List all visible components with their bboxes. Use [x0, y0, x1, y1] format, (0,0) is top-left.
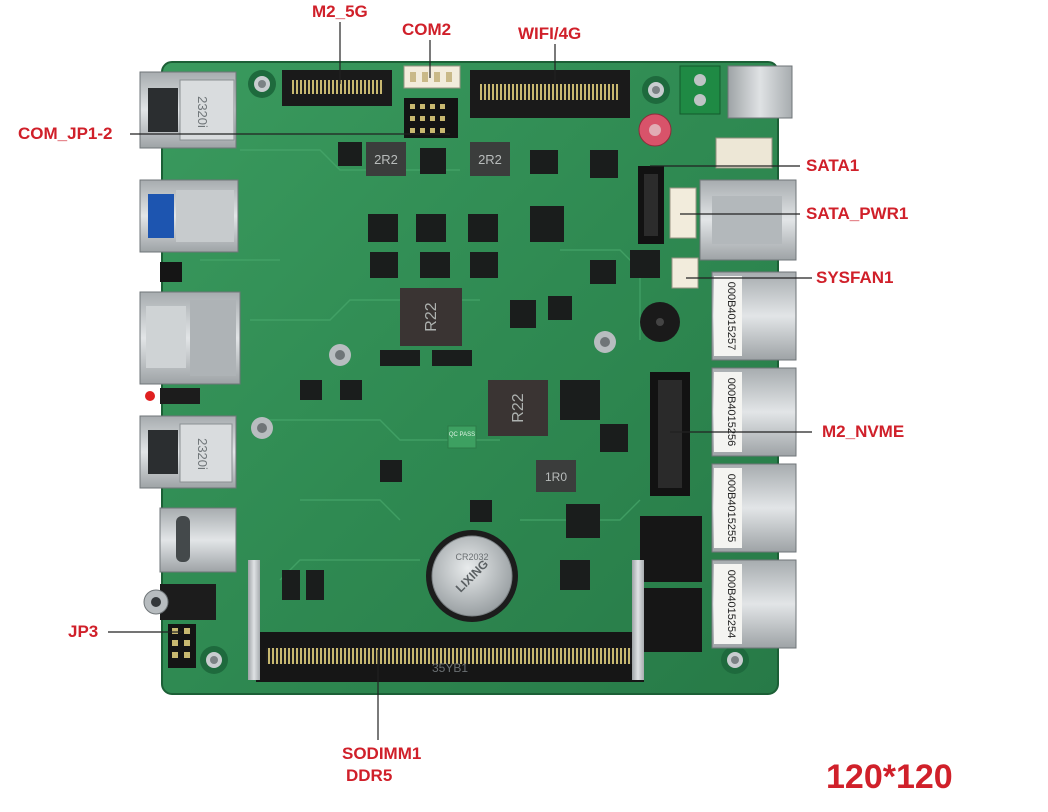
usb-c-port: [159, 507, 237, 573]
inductor-1r0: 1R0: [536, 460, 576, 492]
inductor-2r2-left-text: 2R2: [374, 152, 398, 167]
label-m2-nvme: M2_NVME: [822, 422, 905, 441]
power-led: [145, 388, 200, 404]
sodimm-mark-text: 35YB1: [432, 661, 468, 675]
clear-cmos-jumper: [160, 262, 182, 282]
label-com-jp1-2: COM_JP1-2: [18, 124, 113, 143]
sata1-connector: [638, 166, 664, 244]
front-panel-header: [715, 137, 773, 169]
label-sata1: SATA1: [806, 156, 860, 175]
label-ddr5: DDR5: [346, 766, 393, 785]
callout-lines: [108, 22, 812, 740]
label-sata-pwr1: SATA_PWR1: [806, 204, 909, 223]
board-dimensions: 120*120: [826, 758, 953, 796]
buzzer: [640, 302, 680, 342]
dc-jack: [727, 65, 793, 119]
electrolytic-capacitor: [638, 113, 672, 147]
label-wifi-4g: WIFI/4G: [518, 24, 582, 43]
lan-port-top: [699, 179, 797, 261]
jp3-header: [168, 624, 196, 668]
inductor-1r0-text: 1R0: [545, 470, 567, 484]
lan-port-2: 000B4015256: [711, 367, 797, 457]
lan-port-4: 000B4015254: [711, 559, 797, 649]
inductor-r22-upper-text: R22: [423, 302, 440, 331]
label-com2: COM2: [402, 20, 452, 39]
label-jp3: JP3: [68, 622, 99, 641]
sysfan1-connector: [671, 257, 699, 289]
com2-connector: [403, 65, 461, 89]
inductor-r22-lower: R22: [488, 380, 548, 436]
dc-terminal: [679, 65, 721, 115]
cmos-battery: LIXING CR2032: [426, 530, 518, 622]
inductor-r22-lower-text: R22: [510, 393, 527, 422]
usb-lower-text: 2320i: [195, 438, 210, 470]
sata-pwr1-connector: [669, 187, 697, 239]
usb-top-text: 2320i: [195, 96, 210, 128]
com-jp1-2-header: [404, 98, 458, 138]
m2-5g-slot: [282, 70, 392, 106]
label-sysfan1: SYSFAN1: [816, 268, 894, 287]
lan-port-1: 000B4015257: [711, 271, 797, 361]
inductor-2r2-left: 2R2: [366, 142, 406, 176]
inductor-2r2-right-text: 2R2: [478, 152, 502, 167]
qc-pass-text: QC PASS: [449, 432, 475, 438]
usb3-port: [139, 179, 239, 253]
label-m2-5g: M2_5G: [312, 2, 368, 21]
sodimm-slot: 35YB1: [248, 560, 644, 682]
label-sodimm1: SODIMM1: [342, 744, 422, 763]
audio-jack: [143, 584, 216, 620]
battery-model-text: CR2032: [455, 552, 488, 562]
lan-1-serial: 000B4015257: [725, 282, 737, 351]
lan-3-serial: 000B4015255: [725, 474, 737, 543]
m2-nvme-slot: [650, 372, 690, 496]
inductor-r22-upper: R22: [400, 288, 462, 346]
lan-2-serial: 000B4015256: [725, 378, 737, 447]
usb-port-lower: 2320i: [139, 415, 237, 489]
wifi-4g-slot: [470, 70, 630, 118]
mounting-holes: [200, 70, 749, 674]
inductor-2r2-right: 2R2: [470, 142, 510, 176]
hdmi-port: [139, 291, 241, 385]
qc-pass-sticker: QC PASS: [447, 425, 477, 449]
usb-port-top: 2320i: [139, 71, 237, 149]
ddr5-chips: [640, 516, 702, 652]
ic-chips: [282, 142, 660, 600]
lan-4-serial: 000B4015254: [725, 570, 737, 639]
lan-port-3: 000B4015255: [711, 463, 797, 553]
